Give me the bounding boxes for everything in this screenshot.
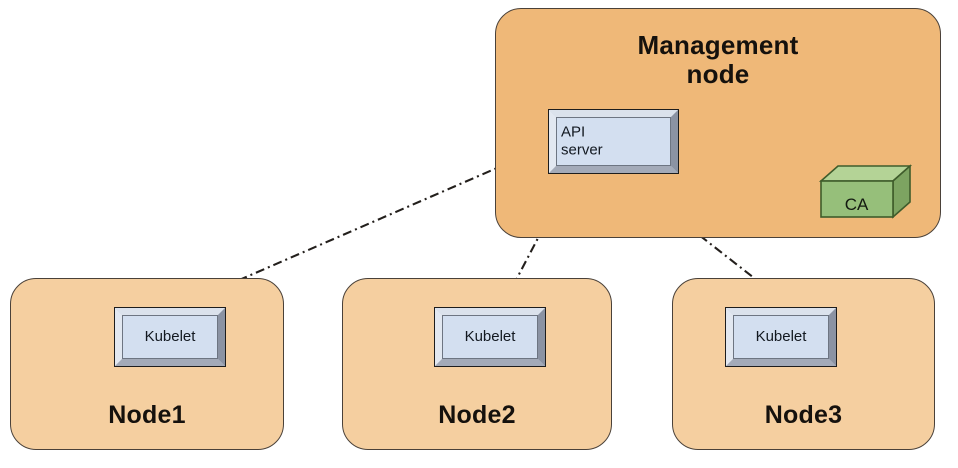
bevel-right-edge [829, 308, 836, 366]
bevel-top-edge [435, 308, 545, 315]
bevel-bottom-edge [115, 359, 225, 366]
ca-cuboid-shape [818, 164, 913, 219]
kubelet-box-1[interactable]: Kubelet [114, 307, 226, 367]
kubelet-face-2 [442, 315, 538, 359]
node-title-2: Node2 [438, 401, 516, 429]
ca-cuboid[interactable]: CA [818, 161, 913, 221]
kubelet-label-2: Kubelet [464, 327, 516, 345]
bevel-left-edge [549, 110, 556, 173]
bevel-right-edge [671, 110, 678, 173]
bevel-bottom-edge [549, 166, 678, 173]
kubelet-face-1 [122, 315, 218, 359]
kubelet-face-3 [733, 315, 829, 359]
kubelet-label-1: Kubelet [144, 327, 196, 345]
api-server-box[interactable]: API server [548, 109, 679, 174]
bevel-left-edge [435, 308, 442, 366]
node-container-2[interactable]: Kubelet Node2 [342, 278, 612, 450]
ca-label: CA [844, 195, 869, 214]
bevel-top-edge [115, 308, 225, 315]
bevel-left-edge [726, 308, 733, 366]
bevel-bottom-edge [435, 359, 545, 366]
bevel-right-edge [538, 308, 545, 366]
bevel-top-edge [549, 110, 678, 117]
kubelet-box-2[interactable]: Kubelet [434, 307, 546, 367]
node-title-3: Node3 [764, 401, 843, 429]
kubelet-label-3: Kubelet [755, 327, 807, 345]
node-title-1: Node1 [108, 401, 186, 429]
management-node-title: Management node [637, 30, 799, 90]
management-node-container[interactable]: Management node API server CA [495, 8, 941, 238]
kubelet-box-3[interactable]: Kubelet [725, 307, 837, 367]
bevel-top-edge [726, 308, 836, 315]
node-container-3[interactable]: Kubelet Node3 [672, 278, 935, 450]
bevel-left-edge [115, 308, 122, 366]
api-server-face [556, 117, 671, 166]
bevel-right-edge [218, 308, 225, 366]
ca-front-face [820, 180, 894, 218]
api-server-label: API server [561, 123, 603, 159]
node-container-1[interactable]: Kubelet Node1 [10, 278, 284, 450]
bevel-bottom-edge [726, 359, 836, 366]
